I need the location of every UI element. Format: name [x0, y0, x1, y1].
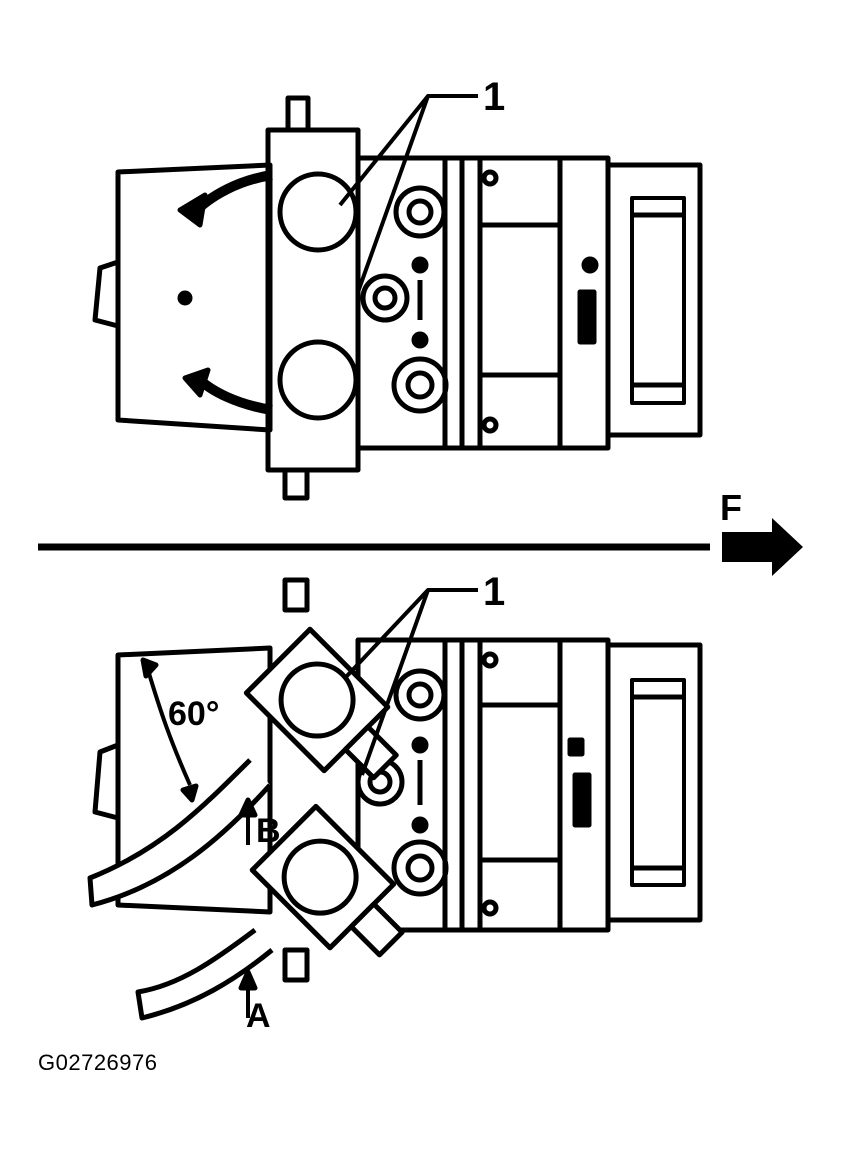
top-view — [92, 94, 703, 501]
top-bracket-hole — [177, 290, 193, 306]
figure-id: G02726976 — [38, 1050, 158, 1075]
bottom-callout-number: 1 — [483, 570, 505, 614]
top-port-1 — [393, 185, 447, 239]
top-bracket-hook — [92, 259, 119, 329]
top-callout-leader — [338, 94, 478, 293]
forward-direction — [38, 518, 803, 576]
bottom-connector — [605, 642, 703, 923]
hose-b-label: B — [256, 812, 281, 850]
top-callout-number: 1 — [483, 75, 505, 119]
bottom-bracket-plate — [115, 645, 273, 915]
bottom-bracket-hook — [92, 742, 119, 821]
angle-arc — [146, 669, 192, 786]
forward-arrow — [722, 518, 803, 576]
bottom-view — [87, 577, 703, 1021]
hose-b — [87, 758, 272, 908]
top-port-2 — [360, 273, 410, 323]
top-tab-upper — [285, 95, 311, 133]
direction-label: F — [720, 487, 742, 528]
bottom-callout-leader — [343, 588, 478, 776]
hose-a-label: A — [246, 997, 271, 1035]
top-solenoid-upper — [277, 171, 359, 253]
top-tab-lower — [282, 467, 310, 501]
top-port-3 — [391, 356, 449, 414]
bottom-connector-pins — [630, 678, 686, 887]
top-connector-pins — [630, 196, 686, 405]
angle-label: 60° — [168, 695, 219, 733]
top-arrow-lower-head — [182, 367, 211, 398]
top-solenoid-lower — [277, 339, 359, 421]
top-arrow-upper-head — [177, 192, 208, 228]
top-connector — [605, 162, 703, 438]
hose-a — [135, 927, 274, 1021]
